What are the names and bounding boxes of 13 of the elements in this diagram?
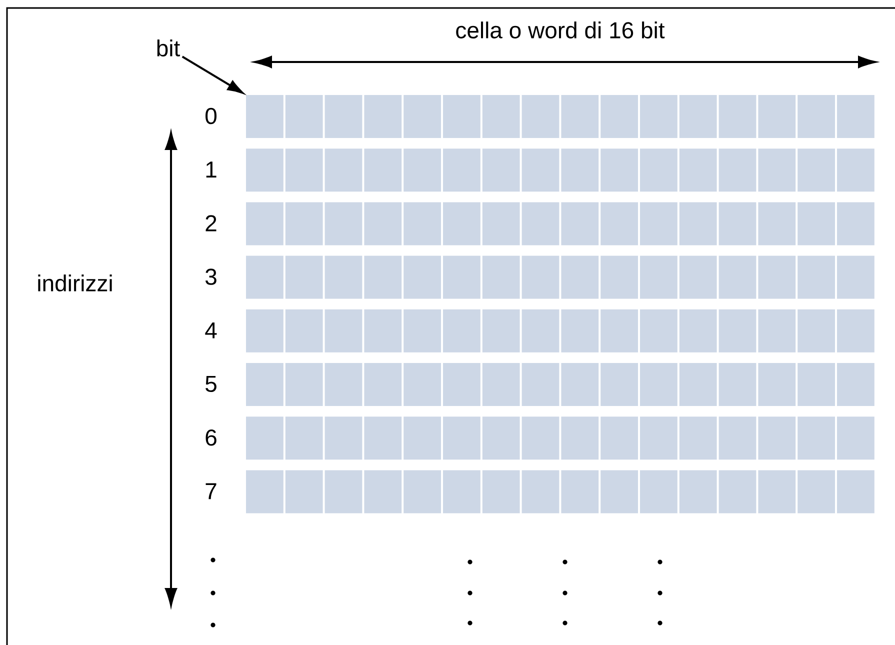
dimension-label: cella o word di 16 bit: [456, 22, 665, 38]
dimension-label: indirizzi: [38, 274, 112, 292]
row-address: 5: [206, 376, 216, 392]
row-address: 4: [205, 322, 217, 338]
row-address: 7: [206, 483, 216, 500]
row-address: 2: [206, 215, 216, 232]
row-address: 1: [206, 162, 216, 178]
row-address: 0: [206, 108, 217, 124]
row-address: 3: [206, 268, 216, 285]
bit-cell: [246, 95, 284, 138]
leader-label: bit: [157, 40, 180, 56]
leader-line: [182, 56, 244, 94]
row-address: 6: [206, 429, 216, 446]
